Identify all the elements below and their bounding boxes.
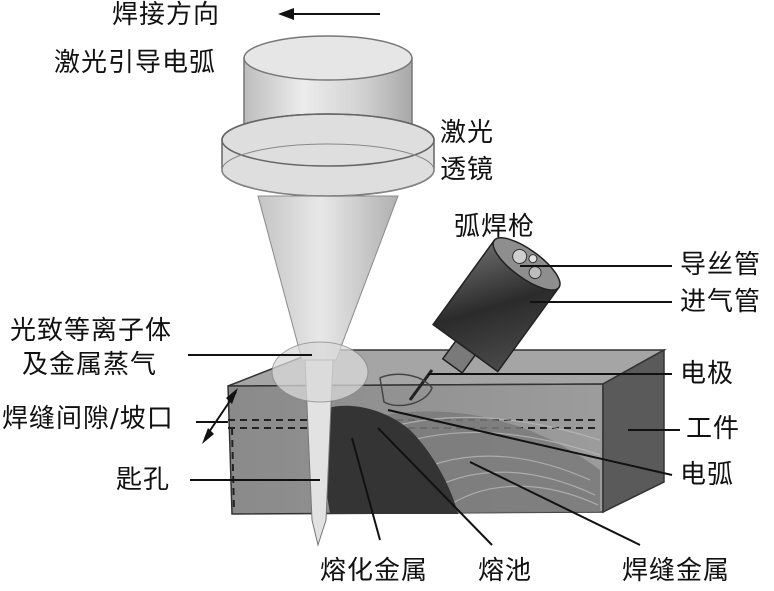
laser-beam-cone xyxy=(257,195,399,361)
lens-housing-top xyxy=(243,35,413,81)
label-wire-tube: 导丝管 xyxy=(680,250,762,280)
label-weld-metal: 焊缝金属 xyxy=(622,556,731,586)
direction-arrow xyxy=(278,8,380,20)
lens-ring-bottom-edge xyxy=(221,143,435,197)
laser-beam xyxy=(257,195,399,547)
torch-nozzle xyxy=(441,339,477,374)
label-keyhole: 匙孔 xyxy=(116,465,171,495)
label-plasma-line2: 及金属蒸气 xyxy=(22,350,158,380)
label-workpiece: 工件 xyxy=(686,414,741,444)
label-welding-direction: 焊接方向 xyxy=(112,0,221,30)
lens-ring-top xyxy=(221,113,435,167)
plasma-plume xyxy=(271,341,369,403)
leader-melted-metal xyxy=(351,437,381,541)
label-melted-metal: 熔化金属 xyxy=(320,556,429,586)
gap-arrow-bottom xyxy=(202,428,214,444)
leader-weld-metal xyxy=(469,461,641,546)
label-electrode: 电极 xyxy=(680,359,735,389)
label-laser-lens-line1: 激光 xyxy=(440,118,495,148)
wire-tube-opening xyxy=(512,248,528,264)
label-arc-torch: 弧焊枪 xyxy=(454,212,536,242)
lens-ring xyxy=(221,113,435,197)
leader-lines xyxy=(188,265,680,546)
label-gas-tube: 进气管 xyxy=(680,287,762,317)
label-molten-pool: 熔池 xyxy=(478,556,533,586)
label-laser-lens-line2: 透镜 xyxy=(440,155,495,185)
torch-top-face xyxy=(492,237,561,291)
leader-arc xyxy=(387,409,673,476)
label-plasma-line1: 光致等离子体 xyxy=(10,316,173,346)
gas-tube-opening xyxy=(528,266,542,280)
laser-lens-assembly xyxy=(221,35,435,197)
molten-pool-region xyxy=(318,405,458,514)
label-arc: 电弧 xyxy=(680,460,735,490)
tube-opening-small xyxy=(528,254,538,264)
gap-arrow-top xyxy=(226,388,238,404)
welding-arc xyxy=(379,373,433,407)
leader-pool xyxy=(377,427,493,546)
label-title: 激光引导电弧 xyxy=(54,48,217,78)
gap-left-edge xyxy=(231,427,235,513)
label-weld-gap: 焊缝间隙/坡口 xyxy=(2,404,174,434)
arc-welding-torch xyxy=(379,237,561,407)
